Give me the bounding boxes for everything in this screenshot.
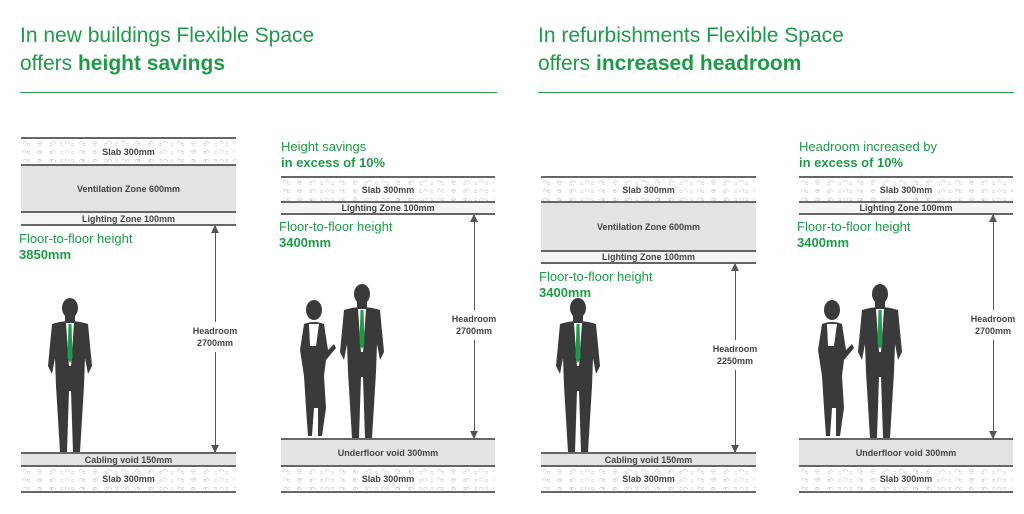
layer-vent: Ventilation Zone 600mm — [21, 164, 236, 211]
layer-light: Lighting Zone 100mm — [281, 201, 495, 215]
right-title-line2: offers increased headroom — [538, 50, 844, 78]
layer-label: Slab 300mm — [358, 184, 418, 195]
floor-label: Floor-to-floor height — [797, 219, 911, 234]
headroom-label: Headroom 2700mm — [185, 322, 245, 352]
layer-void: Underfloor void 300mm — [799, 438, 1013, 465]
heading-line: Height savings — [281, 139, 367, 154]
title-prefix: offers — [538, 52, 596, 75]
layer-light: Lighting Zone 100mm — [541, 250, 756, 264]
layer-label: Cabling void 150mm — [604, 454, 693, 465]
layer-slab: Slab 300mm — [281, 176, 495, 201]
man-figure-icon — [850, 282, 910, 438]
layer-label: Slab 300mm — [876, 184, 936, 195]
layer-slab: Slab 300mm — [799, 176, 1013, 201]
layer-slab: Slab 300mm — [799, 465, 1013, 493]
floor-value: 3850mm — [19, 247, 72, 262]
floor-label: Floor-to-floor height — [279, 219, 393, 234]
layer-label: Slab 300mm — [619, 474, 678, 484]
left-title: In new buildings Flexible Space offers h… — [20, 22, 314, 78]
woman-figure-icon — [808, 298, 868, 438]
headroom-label: Headroom 2700mm — [963, 310, 1023, 340]
layer-label: Lighting Zone 100mm — [341, 203, 435, 213]
title-prefix: offers — [20, 52, 78, 75]
layer-label: Ventilation Zone 600mm — [76, 183, 181, 194]
layer-label: Underfloor void 300mm — [337, 447, 439, 458]
heading-line: Headroom increased by — [799, 139, 938, 154]
layer-slab: Slab 300mm — [21, 465, 236, 493]
layer-slab: Slab 300mm — [21, 137, 236, 164]
woman-figure-icon — [290, 298, 350, 438]
title-bold: height savings — [77, 52, 226, 75]
headroom-value: 2250mm — [716, 356, 754, 366]
man-figure-icon — [40, 296, 100, 452]
layer-void: Underfloor void 300mm — [281, 438, 495, 465]
left-divider — [20, 92, 497, 93]
right-title: In refurbishments Flexible Space offers … — [538, 22, 844, 78]
layer-label: Cabling void 150mm — [84, 454, 173, 465]
headroom-title: Headroom — [192, 326, 238, 336]
floor-label: Floor-to-floor height — [539, 269, 653, 284]
headroom-value: 2700mm — [196, 338, 234, 348]
floor-value: 3400mm — [539, 285, 592, 300]
man-figure-icon — [548, 296, 608, 452]
right-divider — [538, 92, 1014, 93]
headroom-title: Headroom — [451, 314, 497, 324]
man-figure-icon — [332, 282, 392, 438]
headroom-label: Headroom 2250mm — [705, 340, 765, 370]
layer-label: Underfloor void 300mm — [855, 447, 957, 458]
layer-vent: Ventilation Zone 600mm — [541, 201, 756, 250]
headroom-title: Headroom — [970, 314, 1016, 324]
floor-value: 3400mm — [279, 235, 332, 250]
layer-label: Slab 300mm — [358, 474, 418, 484]
layer-label: Lighting Zone 100mm — [601, 252, 695, 262]
headroom-value: 2700mm — [974, 326, 1012, 336]
layer-label: Slab 300mm — [99, 474, 158, 484]
left-title-line1: In new buildings Flexible Space — [20, 24, 315, 47]
headroom-label: Headroom 2700mm — [444, 310, 504, 340]
layer-void: Cabling void 150mm — [21, 452, 236, 465]
layer-label: Lighting Zone 100mm — [81, 213, 175, 224]
heading-line: in excess of 10% — [281, 155, 386, 170]
layer-light: Lighting Zone 100mm — [21, 211, 236, 226]
layer-label: Ventilation Zone 600mm — [596, 221, 701, 232]
layer-label: Slab 300mm — [619, 184, 678, 195]
layer-light: Lighting Zone 100mm — [799, 201, 1013, 215]
layer-label: Slab 300mm — [876, 474, 936, 484]
floor-value: 3400mm — [797, 235, 850, 250]
right-title-line1: In refurbishments Flexible Space — [538, 24, 844, 47]
headroom-title: Headroom — [712, 344, 758, 354]
layer-void: Cabling void 150mm — [541, 452, 756, 465]
headroom-value: 2700mm — [455, 326, 493, 336]
layer-slab: Slab 300mm — [281, 465, 495, 493]
left-title-line2: offers height savings — [20, 50, 314, 78]
layer-label: Lighting Zone 100mm — [859, 203, 953, 213]
title-bold: increased headroom — [595, 52, 802, 75]
heading-line: in excess of 10% — [799, 155, 904, 170]
layer-label: Slab 300mm — [99, 146, 158, 157]
layer-slab: Slab 300mm — [541, 465, 756, 493]
floor-label: Floor-to-floor height — [19, 231, 133, 246]
layer-slab: Slab 300mm — [541, 176, 756, 201]
